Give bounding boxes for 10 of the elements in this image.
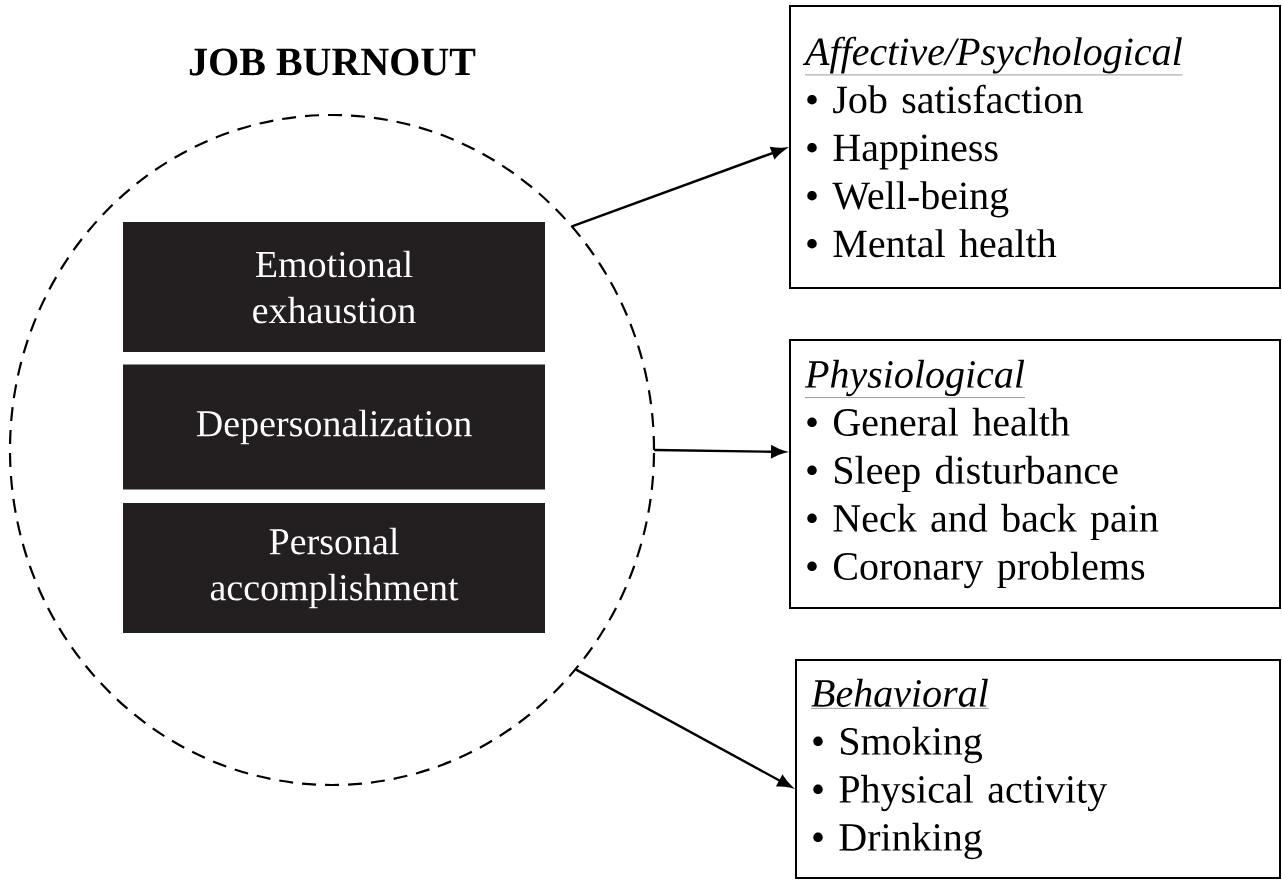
arrow	[575, 668, 792, 788]
dimension-box: Emotional exhaustion	[123, 222, 545, 352]
dimension-box: Personal accomplishment	[123, 503, 545, 633]
heading: JOB BURNOUT	[189, 48, 476, 76]
dimension-box: Depersonalization	[123, 364, 545, 490]
arrow	[571, 147, 786, 228]
outcome-box: Behavioral • Smoking • Physical activity • Drinking	[795, 659, 1281, 879]
outcome-box: Physiological • General health • Sleep disturbance • Neck and back pain • Coronary problems	[789, 339, 1281, 609]
outcome-box: Affective/Psychological • Job satisfaction • Happiness • Well-being • Mental health	[789, 5, 1281, 289]
arrow	[654, 445, 786, 458]
